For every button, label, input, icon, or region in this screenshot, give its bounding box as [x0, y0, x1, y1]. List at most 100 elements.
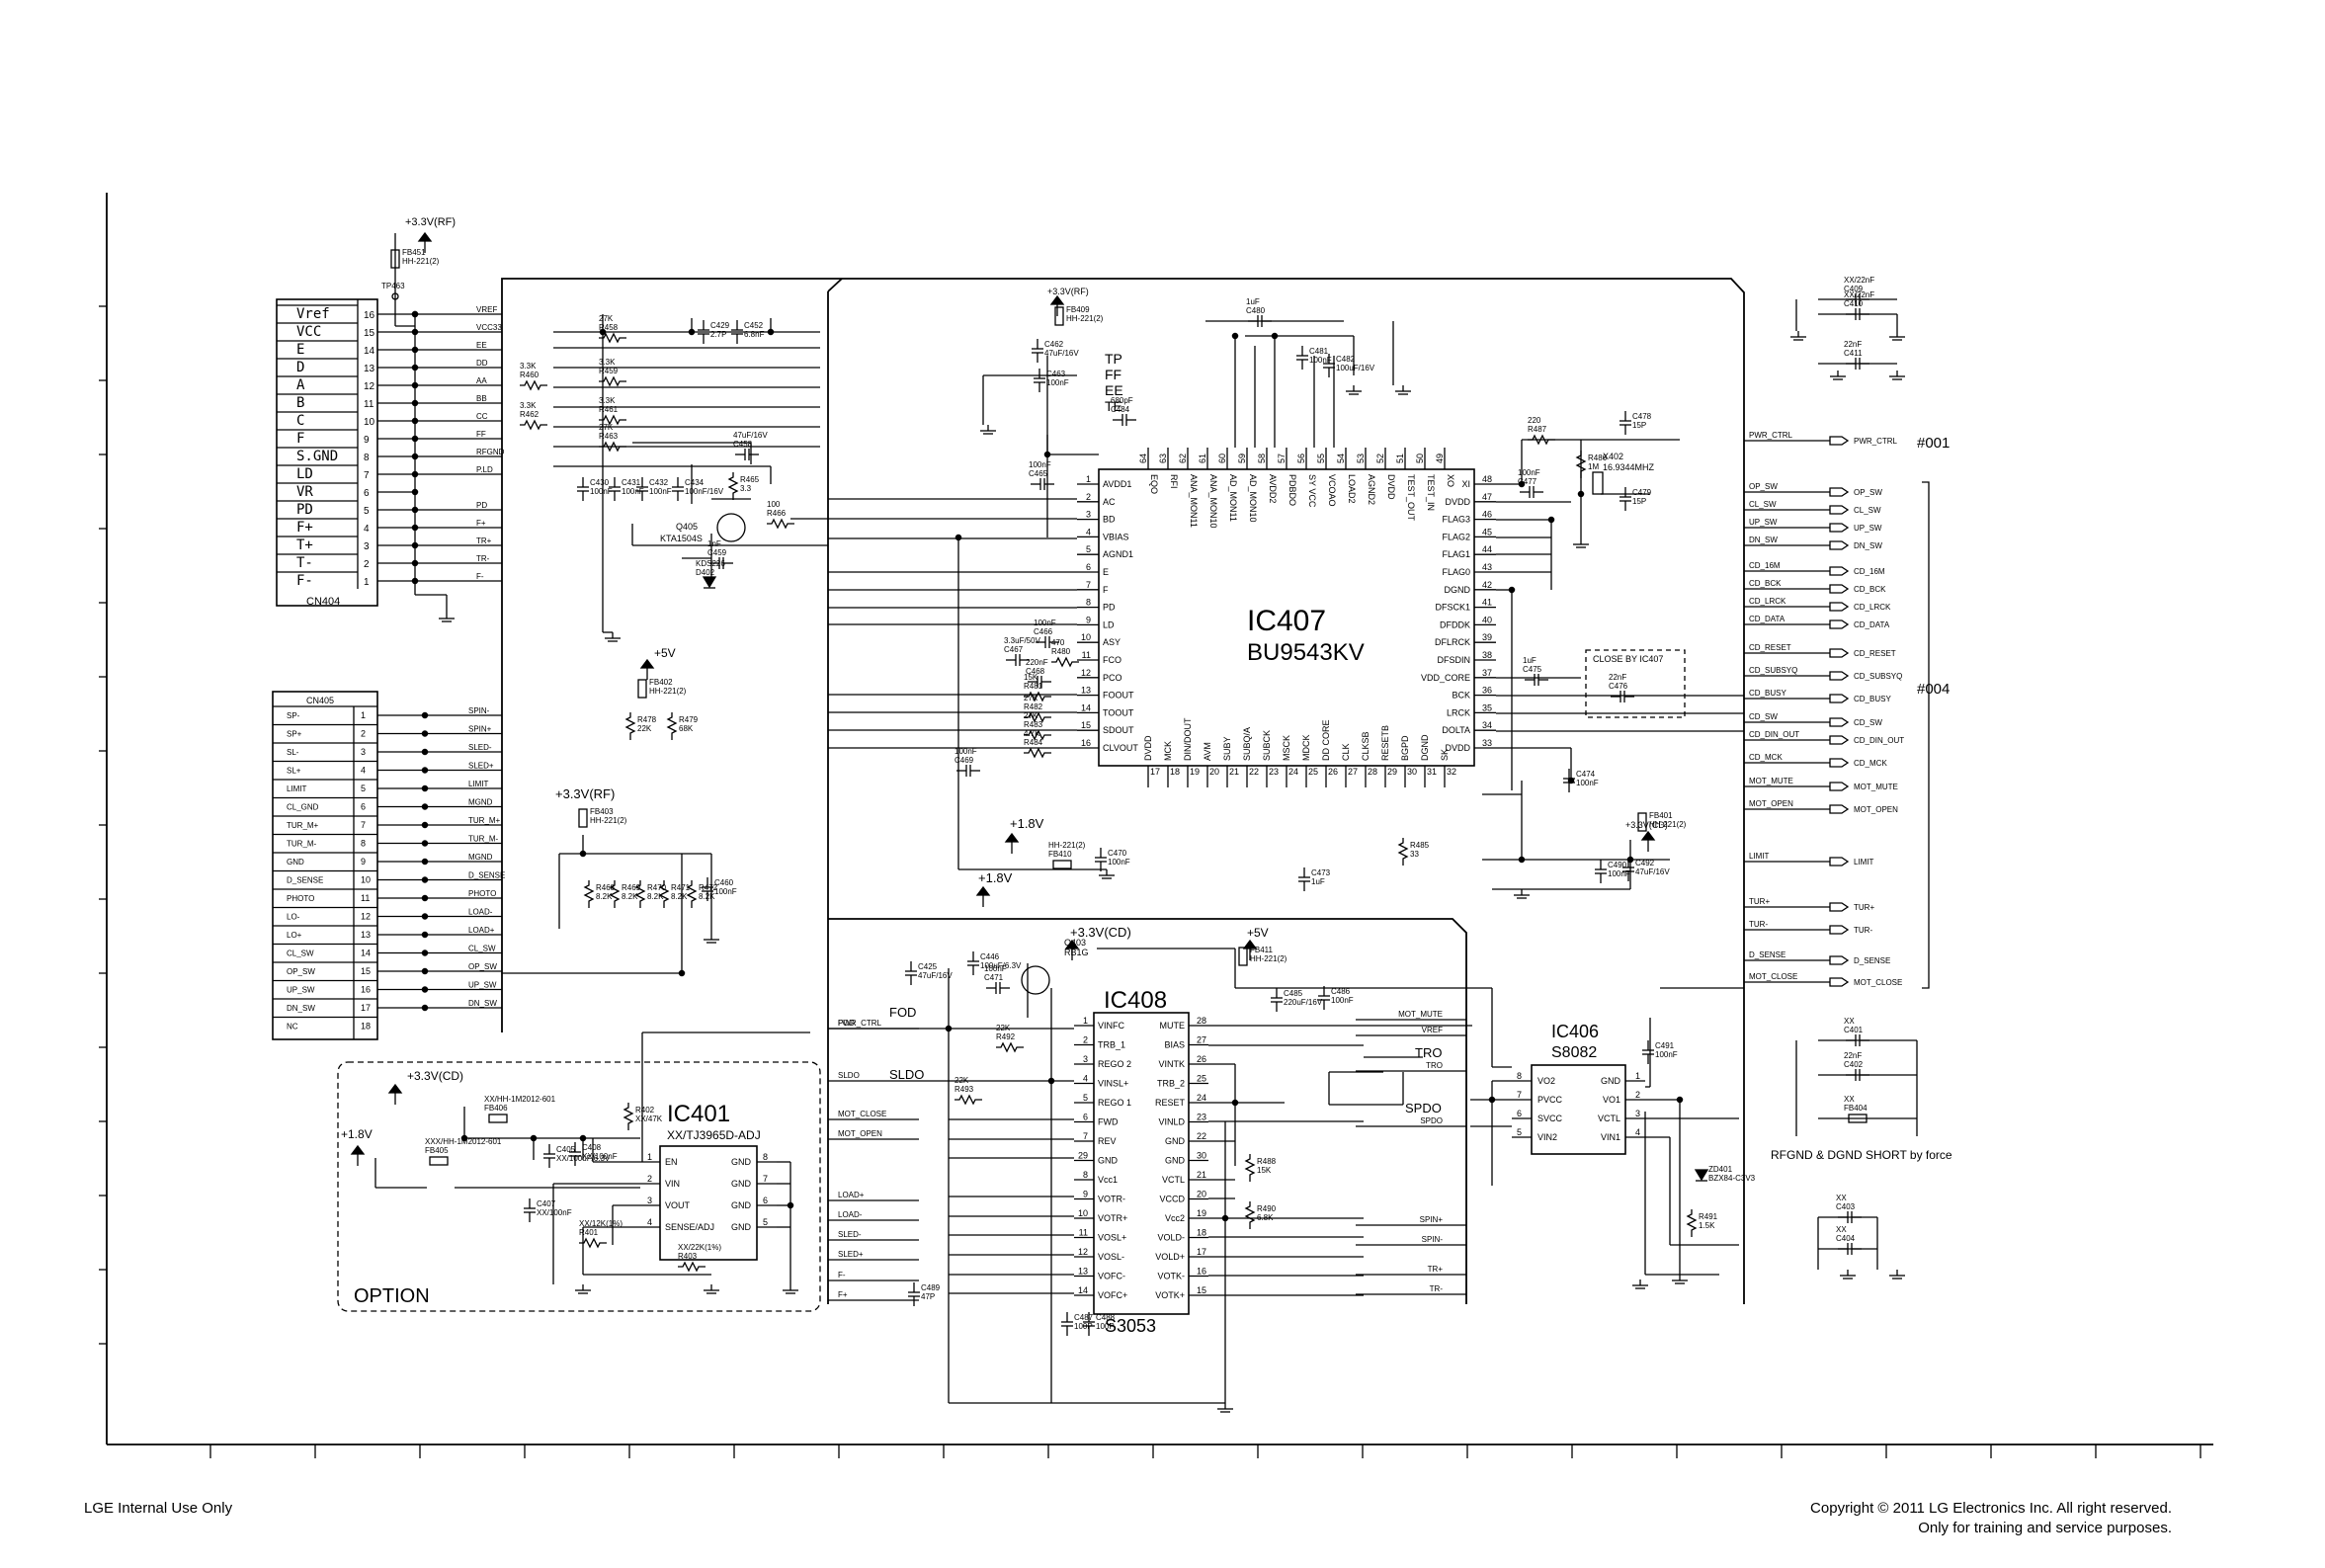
- cn404-net-label: CC: [476, 412, 488, 421]
- ic401-pin-number: 5: [763, 1217, 768, 1227]
- ic407-pin-number: 64: [1138, 454, 1148, 463]
- cn404-pin-number: 16: [364, 310, 375, 321]
- output-port-arrow: [1829, 487, 1850, 497]
- cn405-pin-number: 1: [361, 710, 366, 720]
- component-ref: C475: [1523, 665, 1542, 674]
- ic407-pin-signal: SDOUT: [1103, 725, 1134, 735]
- ic407-pin-number: 43: [1482, 562, 1492, 572]
- driver-net-label: SPIN-: [1422, 1235, 1444, 1244]
- ic407-pin-signal: DFLRCK: [1435, 637, 1470, 647]
- junction-dot: [1676, 1096, 1684, 1104]
- ic407-pin-number: 2: [1086, 492, 1091, 502]
- resistor-symbol: [599, 414, 626, 426]
- component-ref: R402: [635, 1106, 655, 1114]
- component-ref: TP463: [381, 282, 405, 290]
- ic407-pin-signal: DFSCK1: [1435, 603, 1470, 613]
- resistor-symbol: [658, 880, 670, 908]
- ic407-pin-signal: BD: [1103, 515, 1116, 525]
- output-net-label: UP_SW: [1749, 518, 1778, 527]
- ferrite-bead-symbol: [1238, 947, 1248, 966]
- ic407-pin-signal: MCK: [1163, 741, 1173, 761]
- output-port-label: UP_SW: [1854, 524, 1882, 533]
- ic408-pin-signal: VOSL-: [1098, 1252, 1124, 1262]
- component-value: 100: [767, 500, 781, 509]
- ic407-pin-signal: AVDD1: [1103, 479, 1131, 489]
- ic407-pin-number: 14: [1081, 702, 1091, 712]
- output-net-label: TUR-: [1749, 920, 1768, 929]
- junction-dot: [530, 1134, 538, 1142]
- resistor-symbol: [609, 880, 621, 908]
- cn405-net-label: SLED-: [468, 743, 492, 752]
- driver-net-label: LOAD-: [838, 1210, 863, 1219]
- component-value: HH-221(2): [1649, 820, 1687, 829]
- ic408-pin-number: 9: [1083, 1190, 1088, 1199]
- junction-dot: [579, 1134, 587, 1142]
- component-ref: C411: [1844, 349, 1863, 358]
- component-ref: R490: [1257, 1204, 1277, 1213]
- ic401-pin-number: 2: [647, 1174, 652, 1184]
- cn405-pin-number: 17: [361, 1003, 371, 1013]
- driver-net-label: SLDO: [838, 1071, 860, 1080]
- component-ref: C487: [1074, 1313, 1094, 1322]
- driver-net-label: MOT_MUTE: [1398, 1010, 1443, 1019]
- ic408-pin-signal: VINFC: [1098, 1021, 1125, 1031]
- component-value: XX/HH-1M2012-601: [484, 1095, 556, 1104]
- component-value: HH-221(2): [1048, 841, 1086, 850]
- page-frame: [99, 193, 2213, 1458]
- close-by-label: CLOSE BY IC407: [1593, 654, 1663, 664]
- note-001: #001: [1917, 435, 1950, 452]
- diode-symbol: [702, 576, 717, 589]
- ic406-pin-signal: VO1: [1603, 1095, 1620, 1105]
- cn405-pin-number: 18: [361, 1022, 371, 1032]
- ic401-pin-signal: EN: [665, 1157, 678, 1167]
- cn404-pin-number: 12: [364, 381, 375, 392]
- ferrite-bead-symbol: [578, 808, 588, 828]
- component-value: 100nF: [1108, 858, 1130, 867]
- ic408-pin-signal: FWD: [1098, 1117, 1119, 1127]
- component-value: KDS226: [696, 559, 725, 568]
- component-value: 1uF: [1311, 877, 1325, 886]
- ic407-pin-number: 22: [1249, 767, 1259, 777]
- output-port-label: TUR-: [1854, 926, 1872, 935]
- component-ref: C488: [1096, 1313, 1116, 1322]
- ic407-pin-number: 13: [1081, 686, 1091, 696]
- component-value: 3.3: [740, 484, 752, 493]
- component-value: HH-221(2): [590, 816, 627, 825]
- component-value: XX: [1844, 1017, 1855, 1026]
- component-ref: R466: [767, 509, 787, 518]
- component-ref: C466: [1034, 627, 1053, 636]
- ic408-pin-signal: REGO 1: [1098, 1098, 1131, 1108]
- component-ref: R481: [1024, 682, 1043, 691]
- resistor-symbol: [520, 379, 547, 391]
- note-004: #004: [1917, 681, 1950, 698]
- footer-copyright-line: Copyright © 2011 LG Electronics Inc. All…: [1810, 1500, 2172, 1517]
- ic408-pin-signal: VOLD+: [1155, 1252, 1185, 1262]
- ic407-pin-signal: RESETB: [1380, 725, 1390, 761]
- ic408-pin-number: 3: [1083, 1054, 1088, 1064]
- component-ref: C473: [1311, 868, 1331, 877]
- ic407-pin-number: 36: [1482, 686, 1492, 696]
- ic401-pin-signal: VOUT: [665, 1200, 691, 1210]
- ic407-part: BU9543KV: [1247, 639, 1365, 666]
- ic408-pin-signal: VCTL: [1162, 1175, 1185, 1185]
- cn405-pin-number: 6: [361, 802, 366, 812]
- component-value: 680pF: [1111, 396, 1133, 405]
- ic408-pin-signal: VOSL+: [1098, 1233, 1126, 1243]
- component-value: 100nF: [622, 487, 644, 496]
- component-ref: C432: [649, 478, 669, 487]
- cn404-pin-number: 13: [364, 364, 375, 374]
- ferrite-bead-symbol: [1637, 812, 1647, 832]
- component-ref: C452: [744, 321, 764, 330]
